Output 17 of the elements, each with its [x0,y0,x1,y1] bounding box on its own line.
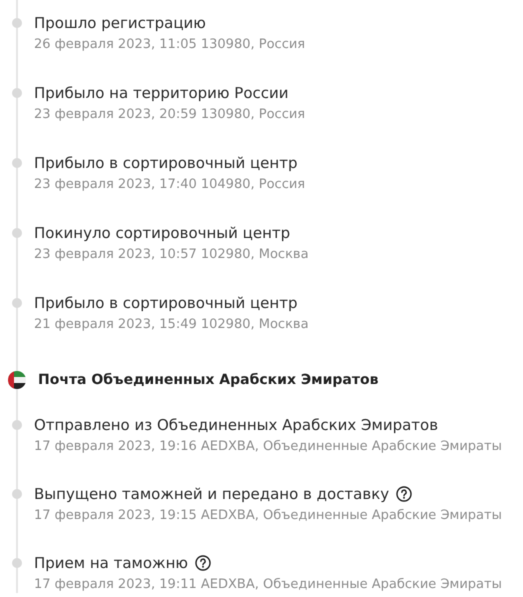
event-details: 17 февраля 2023, 19:15 AEDXBA, Объединенные Арабские Эмираты [34,507,502,524]
event-status: Выпущено таможней и передано в доставку [34,484,390,504]
event-status: Покинуло сортировочный центр [34,223,290,243]
event-details: 26 февраля 2023, 11:05 130980, Россия [34,36,306,53]
carrier-name: Почта Объединенных Арабских Эмиратов [38,371,378,390]
event-details: 23 февраля 2023, 10:57 102980, Москва [34,246,309,263]
event-details: 21 февраля 2023, 15:49 102980, Москва [34,316,309,333]
event-details: 23 февраля 2023, 20:59 130980, Россия [34,106,306,123]
event-status: Прием на таможню [34,553,188,573]
event-details: 17 февраля 2023, 19:16 AEDXBA, Объединенные Арабские Эмираты [34,438,502,455]
event-status: Прибыло в сортировочный центр [34,293,298,313]
event-details: 23 февраля 2023, 17:40 104980, Россия [34,176,306,193]
event-status: Прибыло на территорию России [34,83,288,103]
event-status: Прибыло в сортировочный центр [34,153,298,173]
event-status: Прошло регистрацию [34,13,206,33]
event-details: 17 февраля 2023, 19:11 AEDXBA, Объединенные Арабские Эмираты [34,576,502,593]
event-status: Отправлено из Объединенных Арабских Эмиратов [34,415,438,435]
